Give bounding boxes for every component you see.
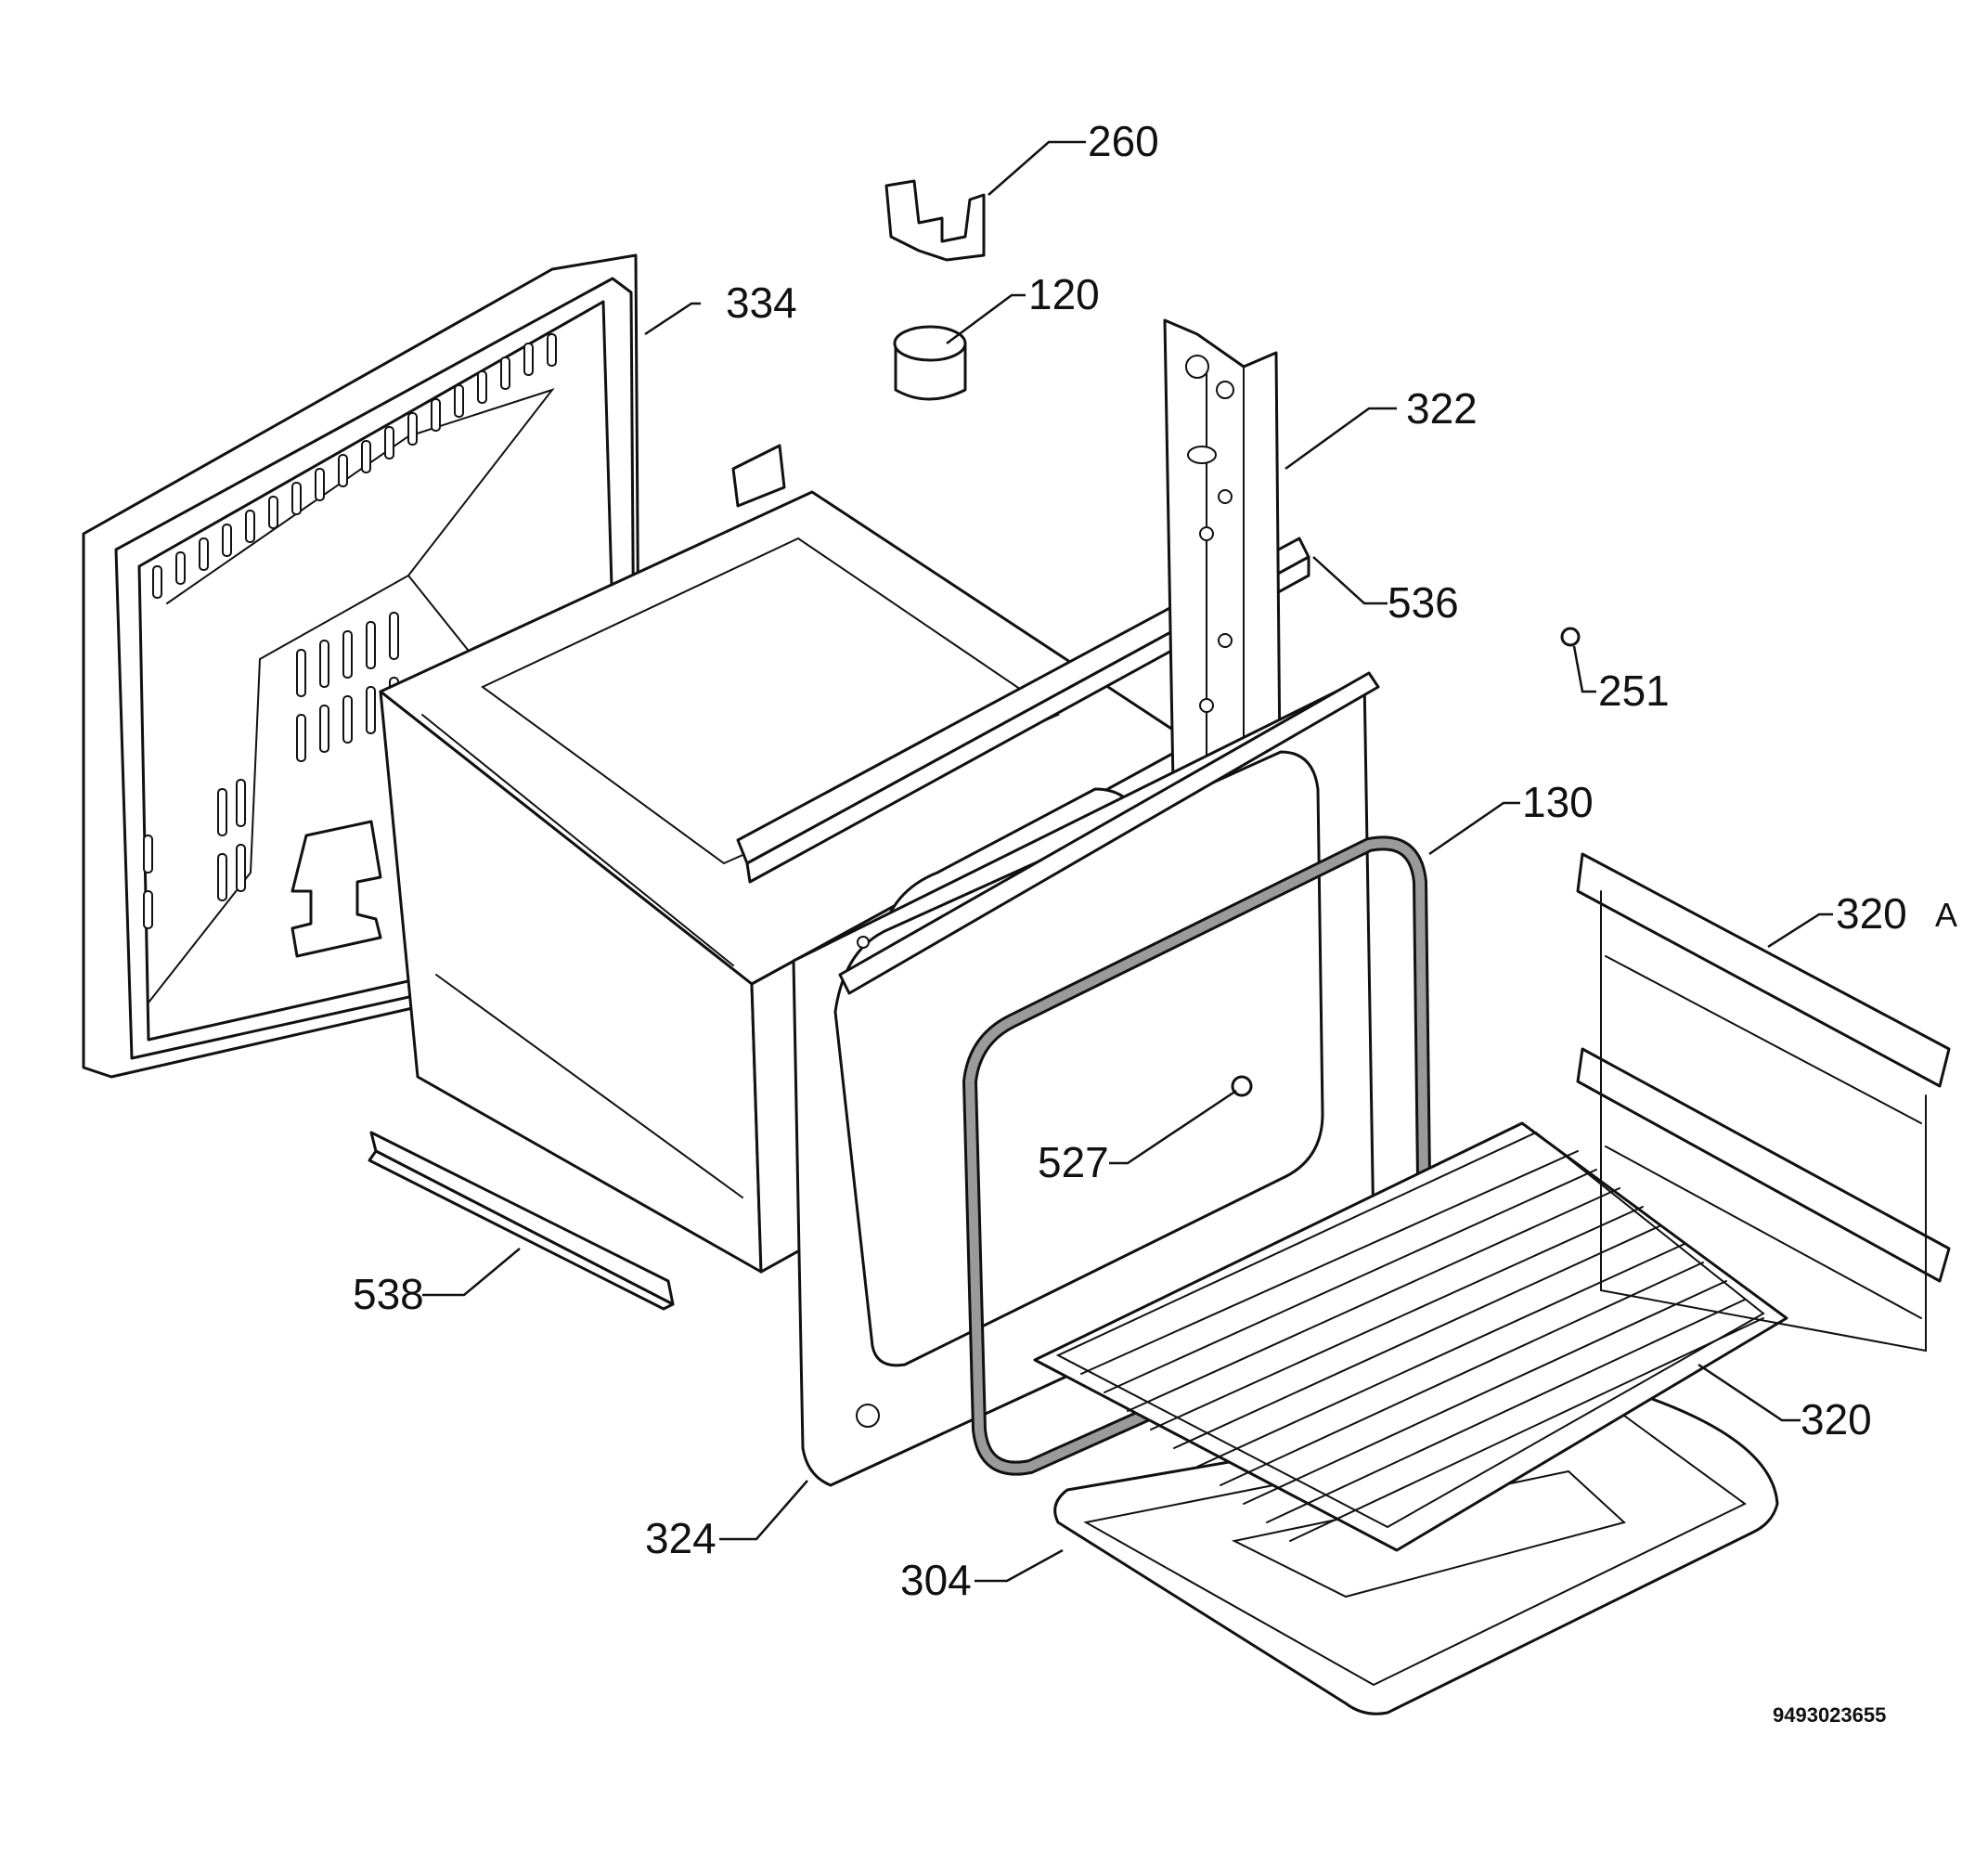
filter-cartridge xyxy=(893,325,967,401)
callout-304: 304 xyxy=(900,1556,972,1604)
lamp-holder-527 xyxy=(1231,1075,1253,1097)
callout-527: 527 xyxy=(1038,1138,1109,1186)
callout-120: 120 xyxy=(1028,270,1100,318)
rear-wall-vent-slots xyxy=(143,333,557,929)
callout-130: 130 xyxy=(1522,778,1594,826)
callout-322: 322 xyxy=(1406,384,1478,433)
callout-536: 536 xyxy=(1388,578,1459,627)
thermostat-clip xyxy=(884,179,986,262)
side-rail-set xyxy=(1576,852,1951,1353)
bottom-runner-strip xyxy=(368,1131,675,1311)
document-number: 9493023655 xyxy=(1773,1703,1886,1727)
leader-lines xyxy=(422,140,1833,1583)
side-runner-bar xyxy=(736,537,1310,884)
callout-320a: 320 xyxy=(1836,889,1907,938)
oven-rack xyxy=(1033,1121,1788,1552)
knob-251 xyxy=(1560,627,1581,647)
callout-320: 320 xyxy=(1801,1395,1872,1443)
callout-251: 251 xyxy=(1598,667,1670,715)
callout-324: 324 xyxy=(645,1514,716,1562)
callout-labels: 260 120 334 322 536 251 130 320 A 527 53… xyxy=(353,117,1957,1604)
callout-334: 334 xyxy=(726,278,797,327)
callout-260: 260 xyxy=(1088,117,1159,165)
callout-320a-suffix: A xyxy=(1935,896,1957,934)
callout-538: 538 xyxy=(353,1270,424,1318)
